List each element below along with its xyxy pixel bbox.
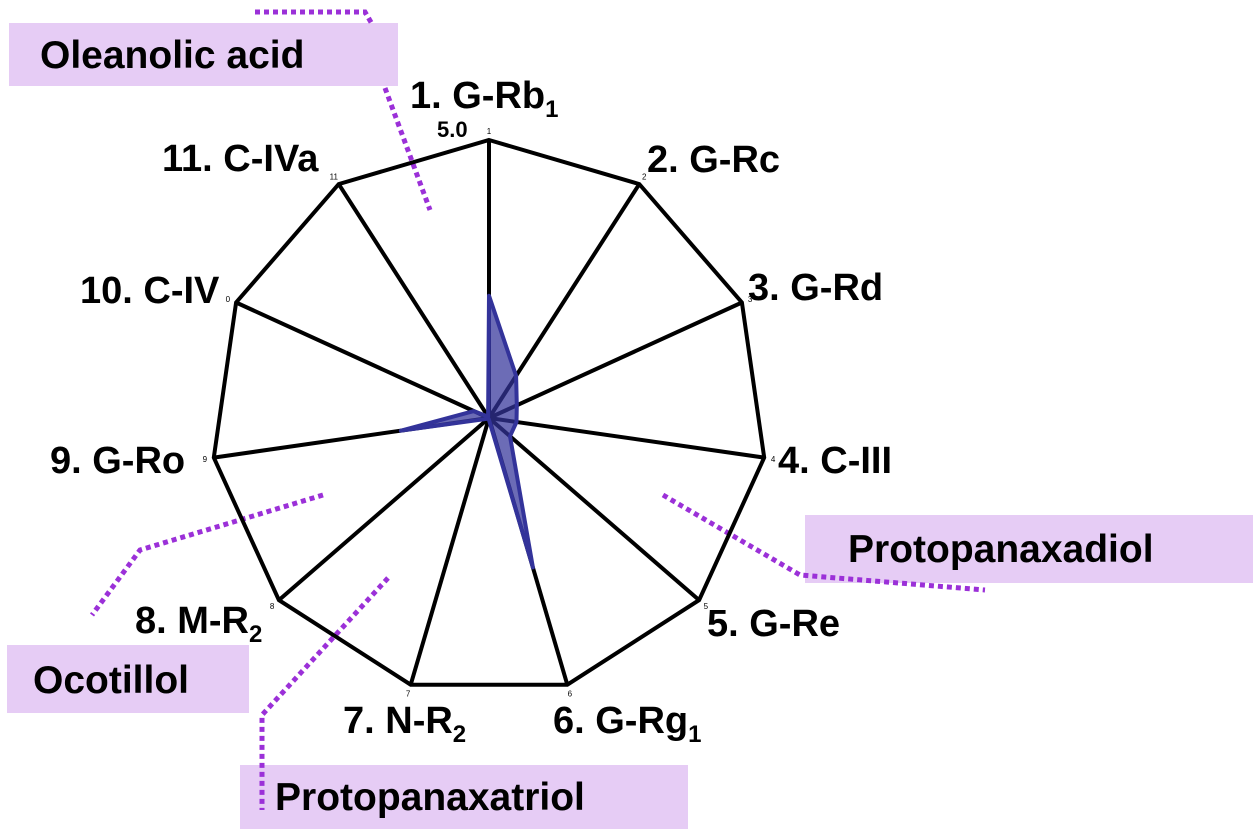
axis-label-2: 2. G-Rc [647, 139, 780, 181]
protopanaxadiol-box [805, 515, 1253, 583]
spoke-4 [488, 416, 765, 460]
series-area [398, 293, 535, 570]
oleanolic-acid-box [9, 23, 398, 86]
max-value-label: 5.0 [437, 117, 468, 142]
axis-label-7: 7. N-R2 [343, 700, 466, 748]
protopanaxatriol-label: Protopanaxatriol [275, 776, 585, 819]
radar-outline [211, 137, 767, 687]
axis-label-3: 3. G-Rd [748, 267, 883, 309]
axis-label-4: 4. C-III [778, 440, 892, 482]
radar-tick-labels: 1 2 3 4 5 6 7 8 9 0 11 [203, 127, 776, 698]
axis-label-5: 5. G-Re [707, 603, 840, 645]
axis-label-8: 8. M-R2 [135, 600, 262, 648]
ocotillol-connector [89, 492, 324, 617]
vertex-index-6: 6 [568, 689, 573, 698]
radar-spokes [213, 140, 765, 686]
vertex-index-3: 3 [748, 295, 753, 304]
spoke-8 [277, 416, 491, 602]
oleanolic-connector [382, 87, 433, 211]
protopanaxatriol-box [240, 765, 688, 829]
axis-label-11: 11. C-IVa [162, 138, 319, 180]
ocotillol-box [7, 645, 249, 713]
axis-label-6: 6. G-Rg1 [553, 700, 701, 748]
vertex-index-8: 8 [270, 602, 275, 611]
oleanolic-acid-label: Oleanolic acid [40, 34, 304, 77]
radar-axis-labels: 1. G-Rb1 2. G-Rc 3. G-Rd 4. C-III 5. G-Re 6. … [50, 75, 892, 748]
protopanaxadiol-label: Protopanaxadiol [848, 528, 1154, 571]
vertex-index-5: 5 [704, 602, 709, 611]
vertex-index-2: 2 [642, 173, 647, 182]
oleanolic-connector-top [255, 9, 375, 26]
axis-label-9: 9. G-Ro [50, 440, 185, 482]
spoke-11 [337, 183, 491, 420]
protopanaxadiol-connector [661, 492, 986, 593]
vertex-index-1: 1 [487, 127, 492, 136]
vertex-index-7: 7 [406, 689, 411, 698]
spoke-7 [408, 417, 491, 686]
ocotillol-label: Ocotillol [33, 659, 189, 702]
spoke-10 [235, 300, 490, 420]
vertex-index-10: 0 [226, 295, 231, 304]
vertex-index-11: 11 [330, 173, 339, 182]
vertex-index-9: 9 [203, 455, 208, 464]
vertex-index-4: 4 [771, 455, 776, 464]
spoke-5 [487, 416, 701, 602]
axis-label-1: 1. G-Rb1 [410, 75, 558, 123]
spoke-3 [488, 300, 743, 420]
axis-label-10: 10. C-IV [80, 270, 220, 312]
